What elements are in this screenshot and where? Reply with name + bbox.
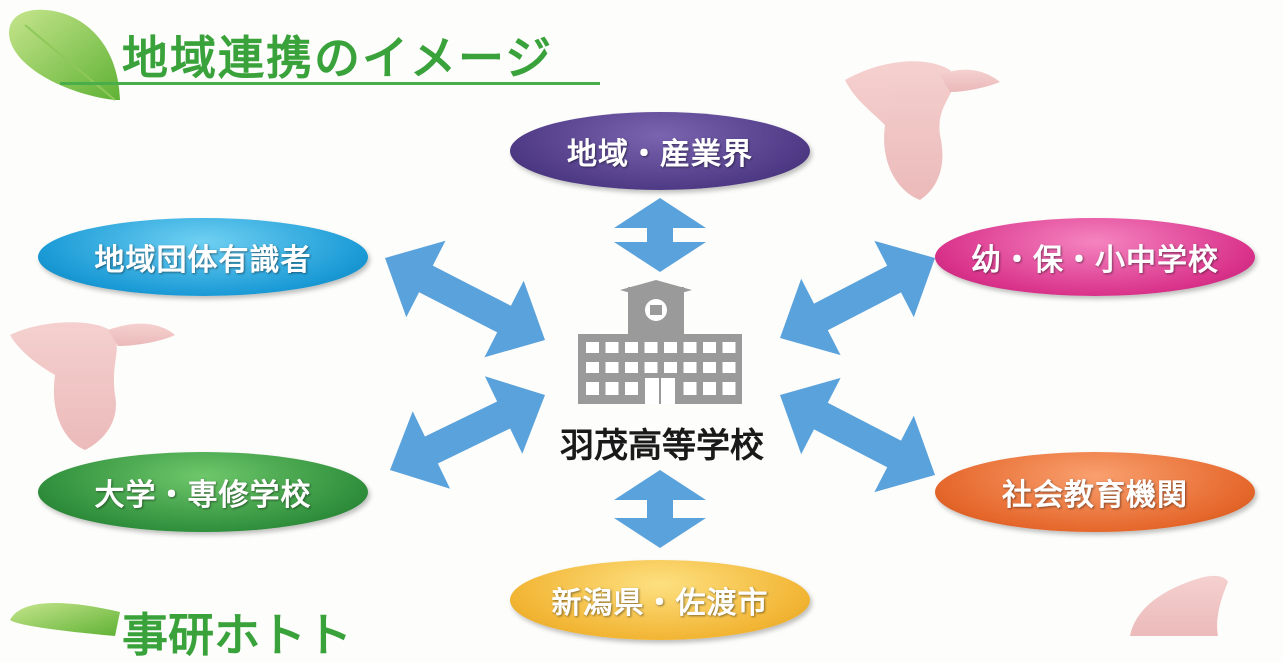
double-arrow-icon	[614, 198, 706, 272]
double-arrow-icon	[780, 240, 935, 356]
heading-underline	[60, 82, 600, 85]
node-label: 大学・専修学校	[94, 478, 312, 513]
double-arrow-icon	[614, 470, 706, 548]
node-nursery-schools: 幼・保・小中学校	[935, 218, 1255, 296]
bird-icon	[10, 322, 175, 450]
center-school-label: 羽茂高等学校	[560, 426, 764, 466]
bird-icon	[1130, 575, 1228, 636]
double-arrow-icon	[385, 240, 545, 358]
bird-icon	[845, 61, 1000, 200]
double-arrow-icon	[780, 377, 935, 493]
section-heading: 地域連携のイメージ	[122, 31, 554, 85]
node-community-industry: 地域・産業界	[510, 112, 810, 190]
node-label: 地域団体有識者	[94, 243, 312, 278]
school-building-icon	[578, 280, 742, 404]
next-section-heading: 事研ホトト	[122, 608, 352, 662]
node-label: 新潟県・佐渡市	[551, 586, 769, 621]
decoration-layer	[9, 9, 1228, 636]
leaf-icon	[9, 9, 120, 101]
node-niigata-sado: 新潟県・佐渡市	[510, 560, 810, 640]
node-universities: 大学・専修学校	[38, 452, 368, 532]
connector-layer	[385, 198, 935, 548]
node-local-experts: 地域団体有識者	[38, 218, 368, 296]
leaf-icon	[10, 602, 120, 636]
node-label: 社会教育機関	[1002, 478, 1188, 513]
node-label: 幼・保・小中学校	[971, 243, 1219, 278]
node-social-education: 社会教育機関	[935, 452, 1255, 532]
node-label: 地域・産業界	[567, 137, 753, 172]
double-arrow-icon	[390, 376, 545, 489]
